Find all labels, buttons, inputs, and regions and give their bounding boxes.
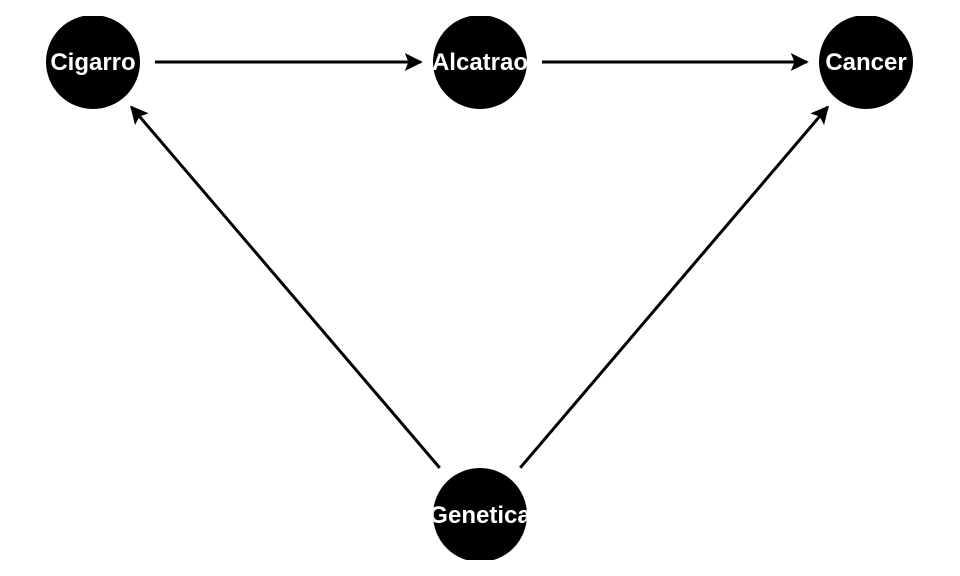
edge-genetica-to-cigarro [130, 105, 441, 469]
node-cancer: Cancer [819, 16, 913, 109]
node-alcatrao: Alcatrao [432, 16, 528, 109]
edge-genetica-to-cancer [519, 105, 829, 469]
node-label: Alcatrao [432, 49, 528, 76]
node-label: Cigarro [50, 49, 135, 76]
node-circle [433, 468, 527, 560]
node-label: Cancer [825, 49, 906, 76]
node-circle [819, 16, 913, 109]
node-circle [46, 16, 140, 109]
node-genetica: Genetica [429, 468, 531, 560]
node-label: Genetica [429, 502, 531, 529]
node-circle [433, 16, 527, 109]
node-cigarro: Cigarro [46, 16, 140, 109]
